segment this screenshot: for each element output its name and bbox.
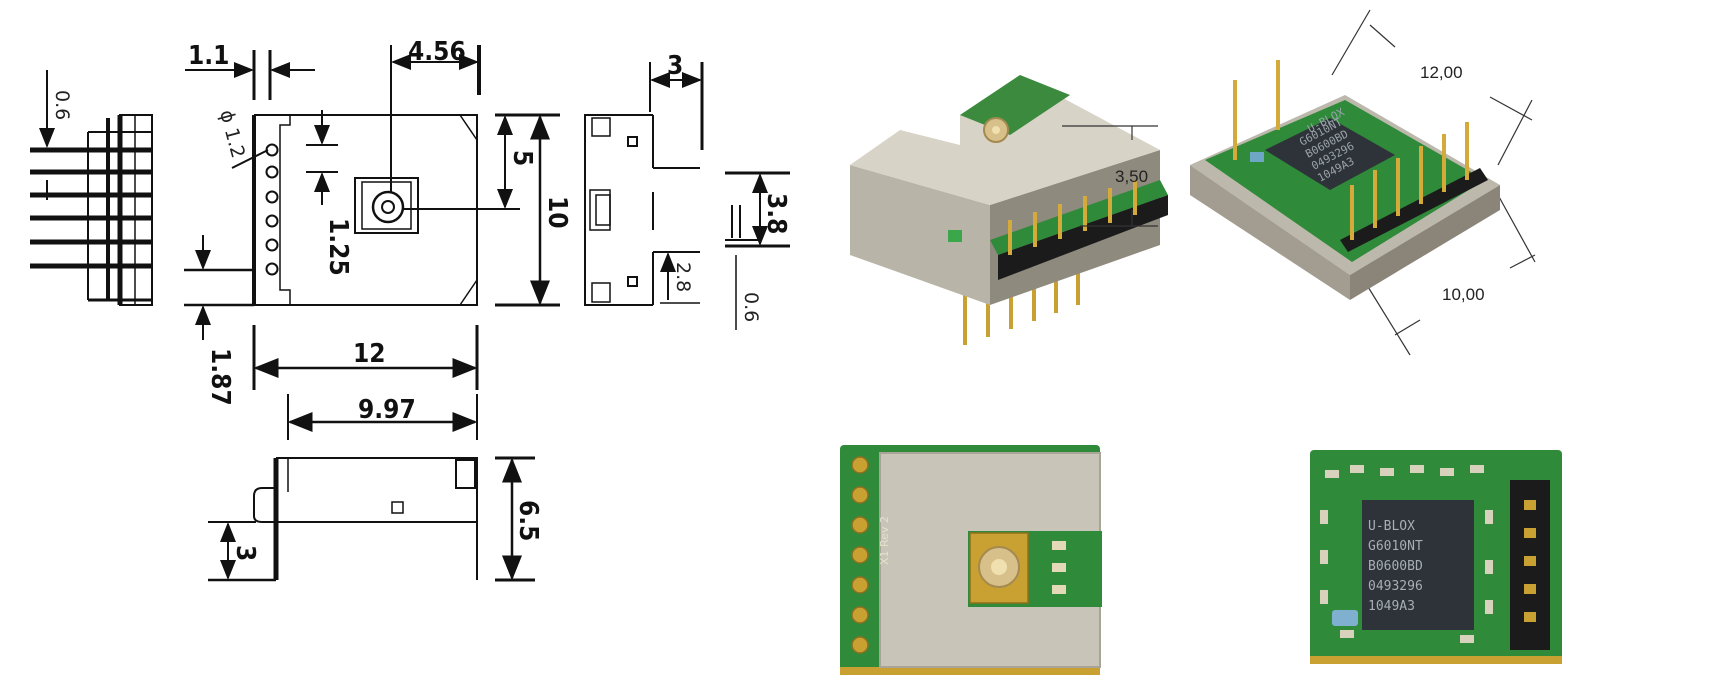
dim-4-56: 4.56 — [408, 37, 466, 67]
dim-1-87: 1.87 — [205, 348, 235, 406]
pcb-chip-line-1: U-BLOX — [1368, 519, 1415, 534]
side-view-right — [584, 62, 790, 330]
dim-3-bottom: 3 — [230, 545, 260, 561]
dim-5: 5 — [507, 150, 537, 166]
dim-0-6-left: 0.6 — [51, 90, 73, 120]
pcb-chip-line-5: 1049A3 — [1368, 599, 1415, 614]
dim-3-8: 3.8 — [761, 193, 791, 234]
dim-0-6-right: 0.6 — [740, 292, 762, 322]
photo-module-pcb-top: U-BLOX G6010NT B0600BD 0493296 1049A3 — [1310, 450, 1562, 664]
mechanical-drawing: 0.6 — [30, 37, 791, 582]
front-view — [208, 394, 535, 582]
dim-phi-1-2: ϕ 1.2 — [215, 108, 249, 161]
side-view-left — [30, 70, 153, 306]
top-view — [184, 45, 560, 390]
dim-2-8: 2.8 — [672, 262, 694, 292]
pcb-chip-line-4: 0493296 — [1368, 579, 1423, 594]
photo-module-chip-top: 12,00 10,00 U-BLOX G6010NT B0600BD 04932… — [1190, 9, 1536, 356]
dim-10: 10 — [542, 196, 572, 229]
dim-9-97: 9.97 — [358, 395, 416, 425]
dim-1-1: 1.1 — [188, 41, 229, 71]
length-label: 12,00 — [1420, 63, 1463, 82]
dim-12: 12 — [353, 339, 386, 369]
photo-module-shield-top: X1 Rev 2 — [840, 445, 1102, 675]
height-label: 3,50 — [1115, 167, 1148, 186]
width-label: 10,00 — [1442, 285, 1485, 304]
pcb-chip-line-3: B0600BD — [1368, 559, 1423, 574]
height-dimension-callout: 3,50 — [1062, 125, 1158, 227]
dim-6-5: 6.5 — [513, 500, 543, 541]
photo-module-shield-side — [850, 75, 1168, 345]
pcb-marking: X1 Rev 2 — [878, 516, 891, 565]
dim-3-top: 3 — [667, 51, 683, 81]
pcb-chip-line-2: G6010NT — [1368, 539, 1423, 554]
dim-1-25: 1.25 — [323, 218, 353, 276]
